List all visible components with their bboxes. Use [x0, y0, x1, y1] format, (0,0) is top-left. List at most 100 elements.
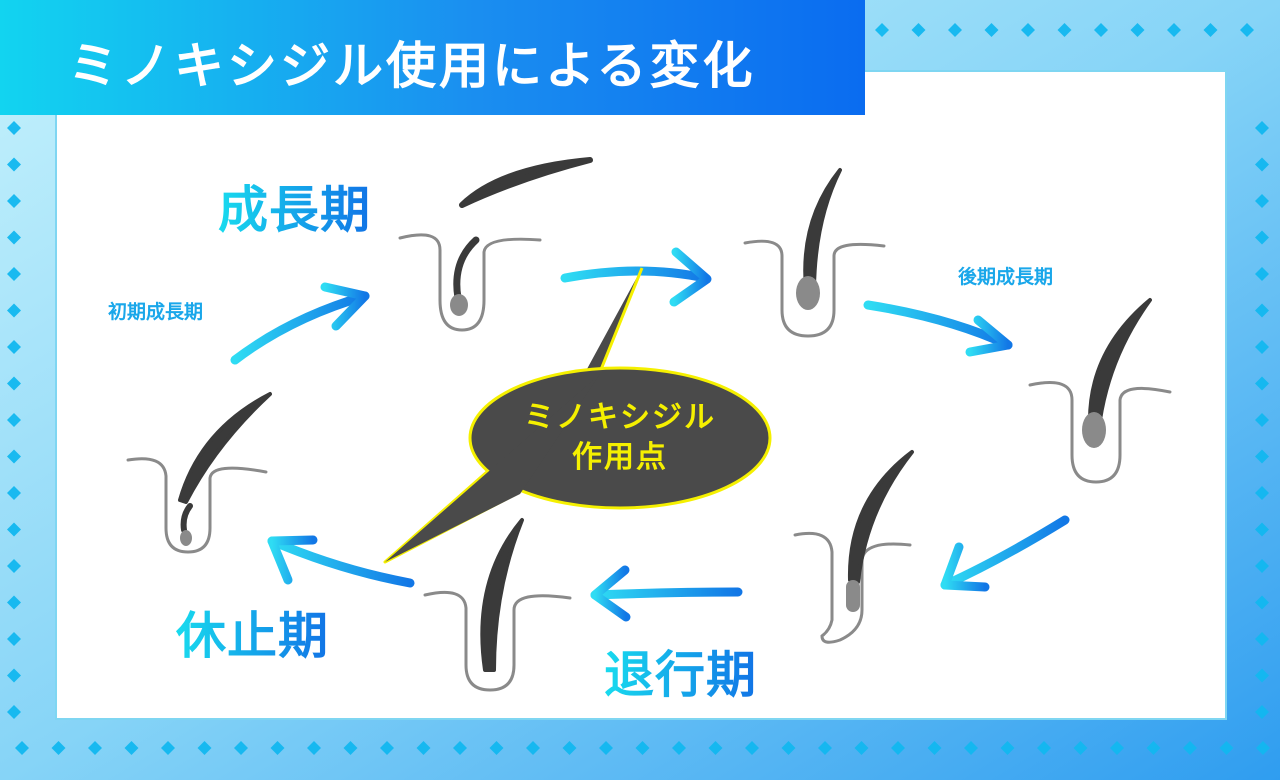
follicle-late-growth [743, 168, 886, 338]
frame-diamond [7, 194, 21, 208]
frame-diamond [526, 741, 540, 755]
frame-diamond [1255, 413, 1269, 427]
frame-diamond [7, 303, 21, 318]
frame-diamond [1255, 449, 1269, 464]
frame-diamond [1110, 741, 1124, 755]
label-regression-phase: 退行期 [604, 635, 757, 707]
frame-diamond [416, 741, 431, 755]
frame-diamond [1146, 741, 1161, 755]
label-rest-phase: 休止期 [176, 596, 329, 668]
label-late-growth-phase: 後期成長期 [958, 266, 1054, 288]
arrow-right-descending [940, 515, 1070, 592]
frame-diamond [1255, 632, 1269, 646]
frame-diamond [1167, 23, 1181, 37]
frame-diamond [1021, 23, 1035, 37]
frame-diamond [562, 741, 577, 755]
frame-diamond [15, 741, 29, 755]
follicle-late-stage [1028, 298, 1172, 484]
callout-line-1: ミノキシジル [524, 400, 716, 435]
frame-diamond [1255, 595, 1269, 610]
frame-diamond [1219, 741, 1234, 755]
frame-diamond [1255, 121, 1269, 135]
frame-diamond [7, 559, 21, 573]
frame-diamond [672, 741, 686, 755]
arrow-growth-to-late [560, 247, 712, 307]
frame-diamond [1094, 23, 1108, 37]
frame-diamond [984, 23, 999, 37]
frame-diamond [875, 23, 889, 37]
frame-diamond [7, 157, 21, 172]
frame-diamond [380, 741, 394, 755]
follicle-regression [423, 518, 572, 692]
frame-diamond [1000, 741, 1015, 755]
frame-diamond [7, 376, 21, 391]
frame-diamond [161, 741, 175, 755]
frame-diamond [891, 741, 905, 755]
frame-diamond [948, 23, 962, 37]
frame-diamond [1255, 559, 1269, 573]
frame-diamond [964, 741, 978, 755]
frame-diamond [7, 230, 21, 245]
frame-diamond [124, 741, 139, 755]
frame-diamond [1240, 23, 1254, 37]
frame-diamond [927, 741, 942, 755]
frame-diamond [7, 449, 21, 464]
frame-diamond [88, 741, 102, 755]
frame-diamond [818, 741, 832, 755]
frame-diamond [7, 486, 21, 500]
frame-diamond [1130, 23, 1145, 37]
frame-diamond [7, 340, 21, 354]
frame-diamond [1203, 23, 1218, 37]
frame-diamond [7, 595, 21, 610]
frame-diamond [781, 741, 796, 755]
frame-diamond [1255, 303, 1269, 318]
frame-diamond [197, 741, 212, 755]
frame-diamond [1183, 741, 1197, 755]
frame-diamond [1255, 157, 1269, 172]
frame-diamond [1255, 194, 1269, 208]
frame-diamond [489, 741, 504, 755]
frame-diamond [1256, 741, 1270, 755]
frame-diamond [1073, 741, 1088, 755]
frame-diamond [7, 522, 21, 537]
frame-diamond [911, 23, 926, 37]
frame-diamond [599, 741, 613, 755]
callout-text: ミノキシジル 作用点 [470, 398, 770, 478]
arrow-early-to-growth [230, 282, 370, 365]
frame-diamond [51, 741, 66, 755]
follicle-rest [126, 392, 272, 554]
frame-diamond [234, 741, 248, 755]
frame-diamond [7, 632, 21, 646]
callout-line-2: 作用点 [572, 440, 668, 475]
page-title: ミノキシジル使用による変化 [68, 37, 756, 95]
arrow-to-rest [267, 535, 415, 588]
frame-diamond [1255, 522, 1269, 537]
frame-diamond [453, 741, 467, 755]
frame-diamond [307, 741, 321, 755]
frame-diamond [1255, 376, 1269, 391]
frame-diamond [635, 741, 650, 755]
frame-diamond [1255, 486, 1269, 500]
arrow-late-to-next [863, 300, 1013, 357]
frame-diamond [1255, 668, 1269, 683]
frame-diamond [854, 741, 869, 755]
label-growth-phase: 成長期 [218, 170, 371, 242]
arrow-to-regression [590, 565, 743, 622]
frame-diamond [7, 267, 21, 281]
label-early-growth-phase: 初期成長期 [108, 301, 204, 323]
frame-diamond [1255, 340, 1269, 354]
title-banner [0, 0, 865, 115]
frame-diamond [745, 741, 759, 755]
frame-diamond [7, 668, 21, 683]
frame-diamond [1037, 741, 1051, 755]
follicle-growth [398, 157, 593, 332]
frame-diamond [1255, 705, 1269, 719]
minoxidil-callout-bubble [383, 267, 772, 564]
frame-diamond [270, 741, 285, 755]
frame-diamond [343, 741, 358, 755]
follicle-transition [793, 450, 914, 644]
frame-diamond [7, 413, 21, 427]
frame-diamond [7, 121, 21, 135]
frame-diamond [1057, 23, 1072, 37]
